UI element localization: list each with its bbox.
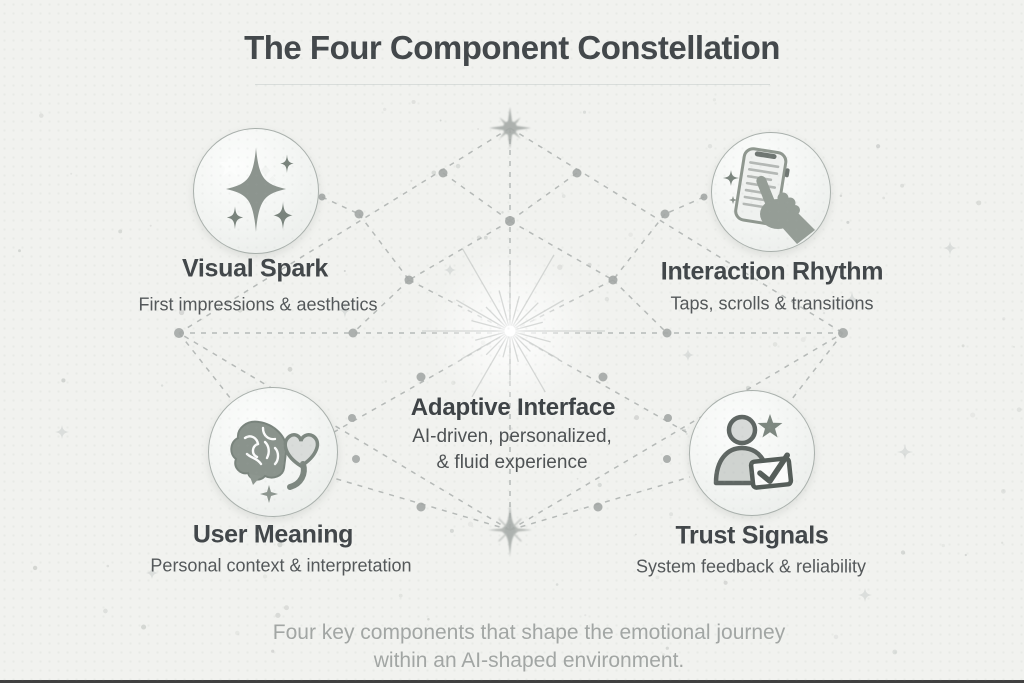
caption-line-2: within an AI-shaped environment. xyxy=(373,649,685,672)
bottom-star-sparkle xyxy=(488,503,532,557)
trust-signals-subtitle: System feedback & reliability xyxy=(635,556,867,577)
person-trust-check-icon xyxy=(713,414,794,490)
visual-spark-title: Visual Spark xyxy=(181,254,329,283)
faint-sparkles xyxy=(55,241,957,602)
background-speckles xyxy=(18,98,1022,657)
sparkle-star-icon xyxy=(218,148,294,232)
adaptive-interface-subtitle-line2: & fluid experience xyxy=(436,452,588,473)
user-meaning-subtitle: Personal context & interpretation xyxy=(150,555,412,576)
brain-heart-icon xyxy=(230,420,320,503)
user-meaning-badge xyxy=(208,387,338,517)
user-meaning-title: User Meaning xyxy=(192,520,354,549)
adaptive-interface-title: Adaptive Interface xyxy=(410,394,616,421)
trust-signals-title: Trust Signals xyxy=(675,521,829,550)
trust-signals-badge xyxy=(689,390,815,516)
visual-spark-badge xyxy=(193,128,319,254)
page-title: The Four Component Constellation xyxy=(244,29,780,66)
visual-spark-subtitle: First impressions & aesthetics xyxy=(138,294,378,315)
interaction-rhythm-badge xyxy=(711,132,831,252)
bottom-edge-strip xyxy=(0,680,1024,683)
top-star-sparkle xyxy=(489,107,531,149)
interaction-rhythm-subtitle: Taps, scrolls & transitions xyxy=(670,293,874,314)
pointing-hand xyxy=(756,175,815,244)
constellation-nodes xyxy=(174,168,848,512)
caption-line-1: Four key components that shape the emoti… xyxy=(272,621,786,644)
interaction-rhythm-title: Interaction Rhythm xyxy=(660,257,884,286)
title-divider xyxy=(255,84,770,85)
phone-tap-icon xyxy=(723,147,815,244)
center-starburst xyxy=(422,246,605,416)
adaptive-interface-subtitle-line1: AI-driven, personalized, xyxy=(412,426,612,447)
